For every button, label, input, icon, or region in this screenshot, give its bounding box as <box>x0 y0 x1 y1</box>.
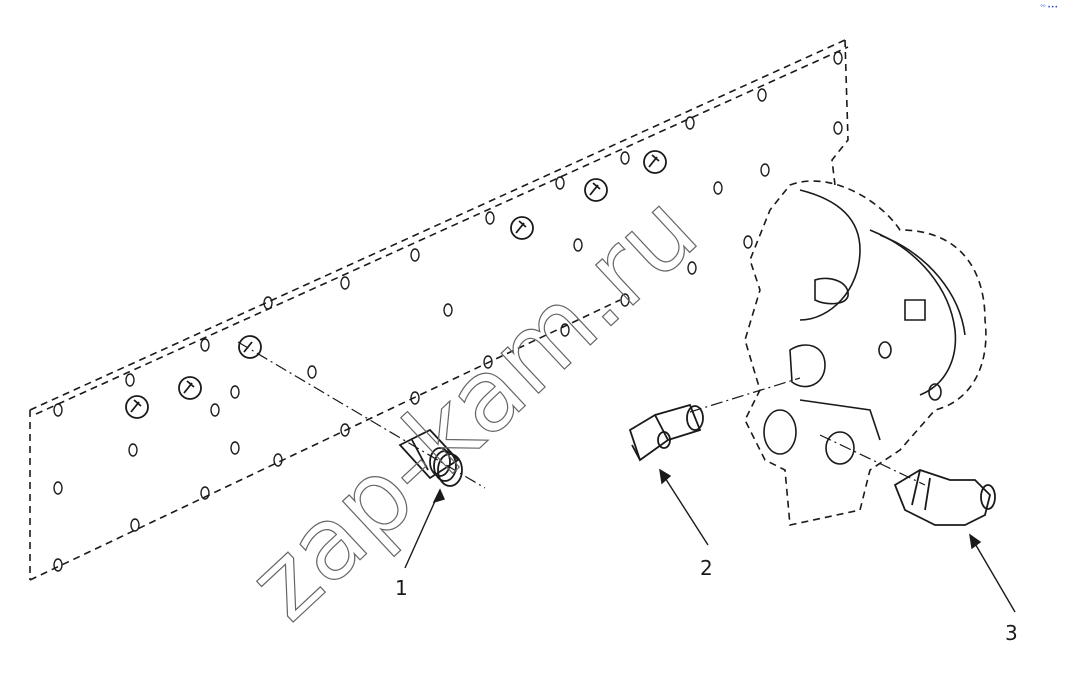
callout-2-label: 2 <box>700 556 713 580</box>
gasket-holes <box>53 51 843 572</box>
callout-3-label: 3 <box>1005 621 1018 645</box>
corner-mark: °⁰ ••• <box>1040 4 1058 11</box>
watermark-text: zap-kam.ru <box>227 172 720 643</box>
callout-leaders <box>404 468 1016 613</box>
pump-housing <box>744 180 987 526</box>
part-1-fitting <box>398 428 463 487</box>
callout-1-label: 1 <box>395 576 408 600</box>
watermark: zap-kam.ru <box>226 171 720 643</box>
gasket-ports <box>125 150 667 419</box>
assembly-centerlines <box>237 341 926 489</box>
part-3-elbow <box>893 469 996 526</box>
gasket-plate <box>29 39 849 581</box>
part-2-sensor <box>628 403 704 462</box>
